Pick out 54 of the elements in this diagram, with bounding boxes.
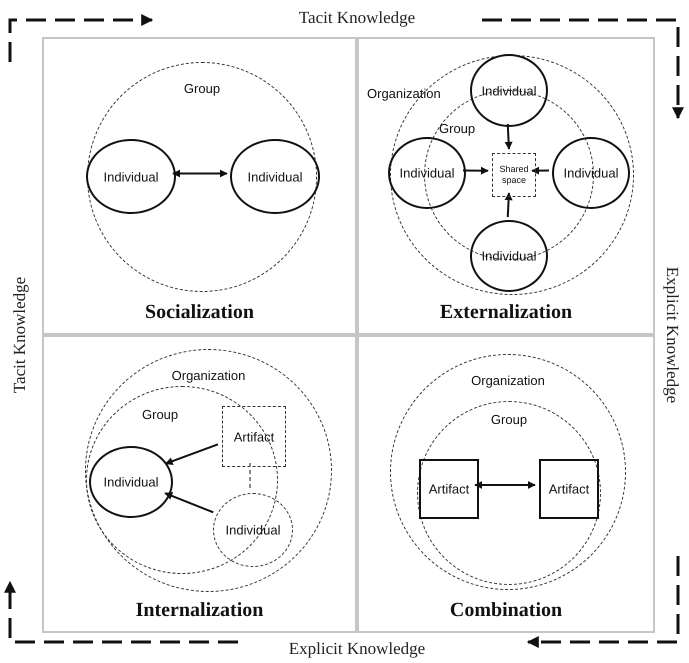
arrow	[164, 492, 214, 514]
node-label: Individual	[226, 522, 280, 538]
axis-label: Tacit Knowledge	[298, 8, 416, 28]
quadrant-title: Internalization	[136, 599, 264, 622]
node-label: Individual	[482, 83, 536, 98]
individual-circle	[470, 220, 548, 292]
node-label: Individual	[564, 166, 618, 180]
arrow	[172, 170, 228, 178]
individual-circle	[388, 137, 466, 209]
organization-circle	[390, 354, 626, 590]
arrow	[474, 481, 536, 489]
group-circle	[87, 62, 317, 292]
circle-label: Organization	[367, 86, 441, 101]
node-label: Individual	[482, 248, 536, 264]
individual-circle	[213, 493, 293, 567]
circle-label: Group	[490, 412, 528, 427]
quadrant-panel	[42, 37, 357, 335]
arrow	[164, 443, 218, 465]
individual-circle	[86, 139, 176, 214]
node-label: Individual	[104, 474, 158, 490]
circle-label: Organization	[172, 368, 246, 383]
arrow	[504, 124, 513, 150]
individual-circle	[552, 137, 630, 209]
organization-circle	[85, 349, 332, 592]
quadrant-panel	[357, 335, 655, 633]
node-label: Individual	[400, 166, 454, 180]
circle-label: Group	[439, 121, 476, 136]
circle-label: Group	[142, 407, 178, 422]
arrow	[462, 166, 489, 175]
quadrant-panel	[357, 37, 655, 335]
node-label: Shared space	[498, 164, 530, 186]
node-label: Individual	[248, 169, 302, 184]
circle-label: Organization	[471, 373, 545, 388]
arrow	[504, 192, 513, 218]
node-label: Artifact	[428, 482, 470, 496]
group-circle	[417, 401, 601, 585]
axis-label: Tacit Knowledge	[10, 276, 30, 394]
quadrant-panel	[42, 335, 357, 633]
axis-label: Explicit Knowledge	[662, 266, 682, 404]
individual-circle	[230, 139, 320, 214]
artifact-box	[222, 406, 286, 467]
artifact-box	[419, 459, 479, 519]
axis-label: Explicit Knowledge	[288, 639, 426, 659]
node-label: Artifact	[548, 482, 590, 496]
shared-space-box	[492, 153, 536, 197]
individual-circle	[89, 446, 173, 518]
artifact-box	[539, 459, 599, 519]
node-label: Individual	[104, 169, 158, 184]
circle-label: Group	[184, 81, 220, 96]
quadrant-title: Combination	[450, 599, 562, 622]
node-label: Artifact	[234, 429, 274, 444]
quadrant-title: Externalization	[440, 301, 572, 324]
quadrant-title: Socialization	[145, 301, 254, 324]
arrow	[531, 166, 550, 175]
